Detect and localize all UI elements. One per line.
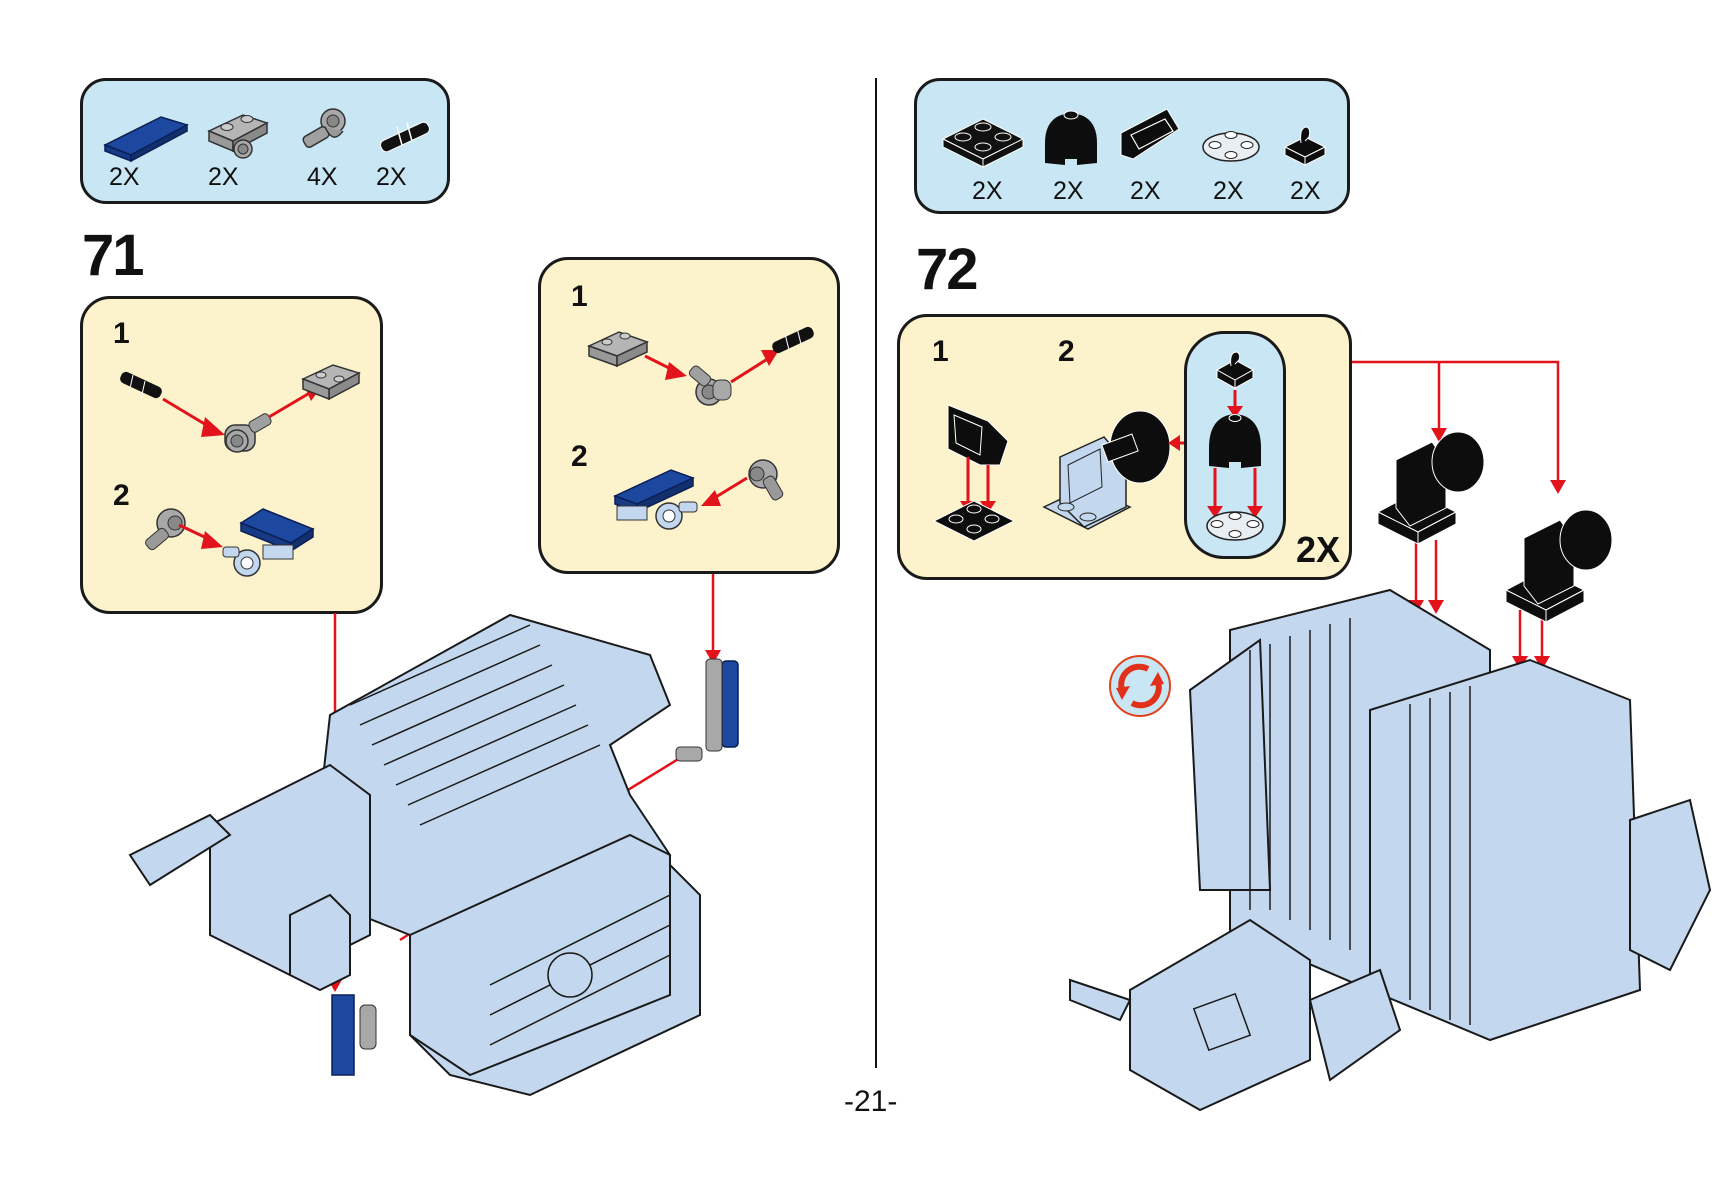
- repeat-subassembly-illustration: [1206, 351, 1264, 541]
- substep-2-illustration: [1042, 410, 1198, 530]
- red-arrow-icon: [201, 417, 225, 437]
- part-qty: 2X: [1130, 177, 1161, 205]
- part-qty: 2X: [1290, 177, 1321, 205]
- subassembly-box-right: 1 2: [538, 257, 840, 574]
- repeat-subassembly-box: [1184, 331, 1286, 559]
- black-pin-icon: [772, 326, 814, 354]
- black-slope-windscreen-icon: [1120, 108, 1180, 160]
- part-qty: 2X: [972, 177, 1003, 205]
- gray-plate-with-pin-hole-icon: [207, 114, 269, 159]
- clear-round-plate-2x2-icon: [1202, 131, 1260, 162]
- black-pin-icon: [120, 371, 162, 400]
- parts-list-step-72: 2X 2X 2X 2X 2X: [914, 78, 1350, 214]
- page-divider: [875, 78, 877, 1068]
- rotate-model-icon: [1109, 655, 1171, 717]
- substep-1-illustration: [120, 364, 361, 453]
- blue-tile-1x3-icon: [103, 116, 189, 163]
- page-number: -21-: [844, 1085, 898, 1118]
- black-friction-pin-icon: [380, 121, 430, 153]
- red-arrow-icon: [665, 362, 687, 380]
- red-arrow-icon: [201, 531, 223, 549]
- substep-2-illustration: [613, 459, 784, 530]
- substep-1-illustration: [587, 326, 814, 406]
- step-number-72: 72: [916, 237, 978, 302]
- red-arrow-icon: [761, 350, 779, 366]
- substep-1-illustration: [932, 404, 1016, 542]
- substep-number: 2: [113, 479, 130, 512]
- substep-number: 1: [932, 335, 949, 368]
- substep-number: 2: [1058, 335, 1075, 368]
- model-illustration-step-71: [128, 613, 739, 1097]
- subassembly-box-step-72: 1 2: [897, 314, 1352, 580]
- subassembly-placement-1: [1376, 431, 1485, 545]
- gray-axle-pin-connector-icon: [302, 108, 346, 148]
- gray-axle-connector-icon: [224, 413, 272, 453]
- part-qty: 2X: [1053, 177, 1084, 205]
- part-qty: 2X: [208, 163, 239, 191]
- gray-plate-icon: [301, 364, 361, 401]
- part-qty: 2X: [1213, 177, 1244, 205]
- parts-list-step-71: 2X 2X 4X 2X: [80, 78, 450, 204]
- blue-tile-placement: [331, 994, 377, 1076]
- black-dome-brick-icon: [1045, 110, 1097, 165]
- red-arrow-icon: [701, 490, 721, 506]
- part-qty: 2X: [109, 163, 140, 191]
- blue-tile-assembly-icon: [222, 508, 315, 577]
- multiplier-label: 2X: [1296, 529, 1341, 570]
- model-illustration-step-72: [1069, 588, 1712, 1112]
- substep-2-illustration: [145, 508, 315, 577]
- subassembly-placement-2: [1504, 509, 1613, 623]
- substep-number: 1: [571, 280, 588, 313]
- gray-axle-connector-icon: [145, 508, 186, 551]
- gray-axle-connector-icon: [688, 365, 732, 406]
- substep-number: 1: [113, 317, 130, 350]
- blue-tile-placement: [675, 658, 739, 762]
- part-qty: 4X: [307, 163, 338, 191]
- subassembly-box-left: 1 2: [80, 296, 383, 614]
- black-plate-2x2-icon: [941, 118, 1025, 168]
- gray-axle-connector-icon: [748, 459, 784, 501]
- step-number-71: 71: [82, 223, 144, 288]
- blue-tile-assembly-icon: [613, 469, 698, 530]
- gray-plate-icon: [587, 331, 649, 368]
- part-qty: 2X: [376, 163, 407, 191]
- substep-number: 2: [571, 440, 588, 473]
- black-clip-plate-icon: [1283, 126, 1327, 166]
